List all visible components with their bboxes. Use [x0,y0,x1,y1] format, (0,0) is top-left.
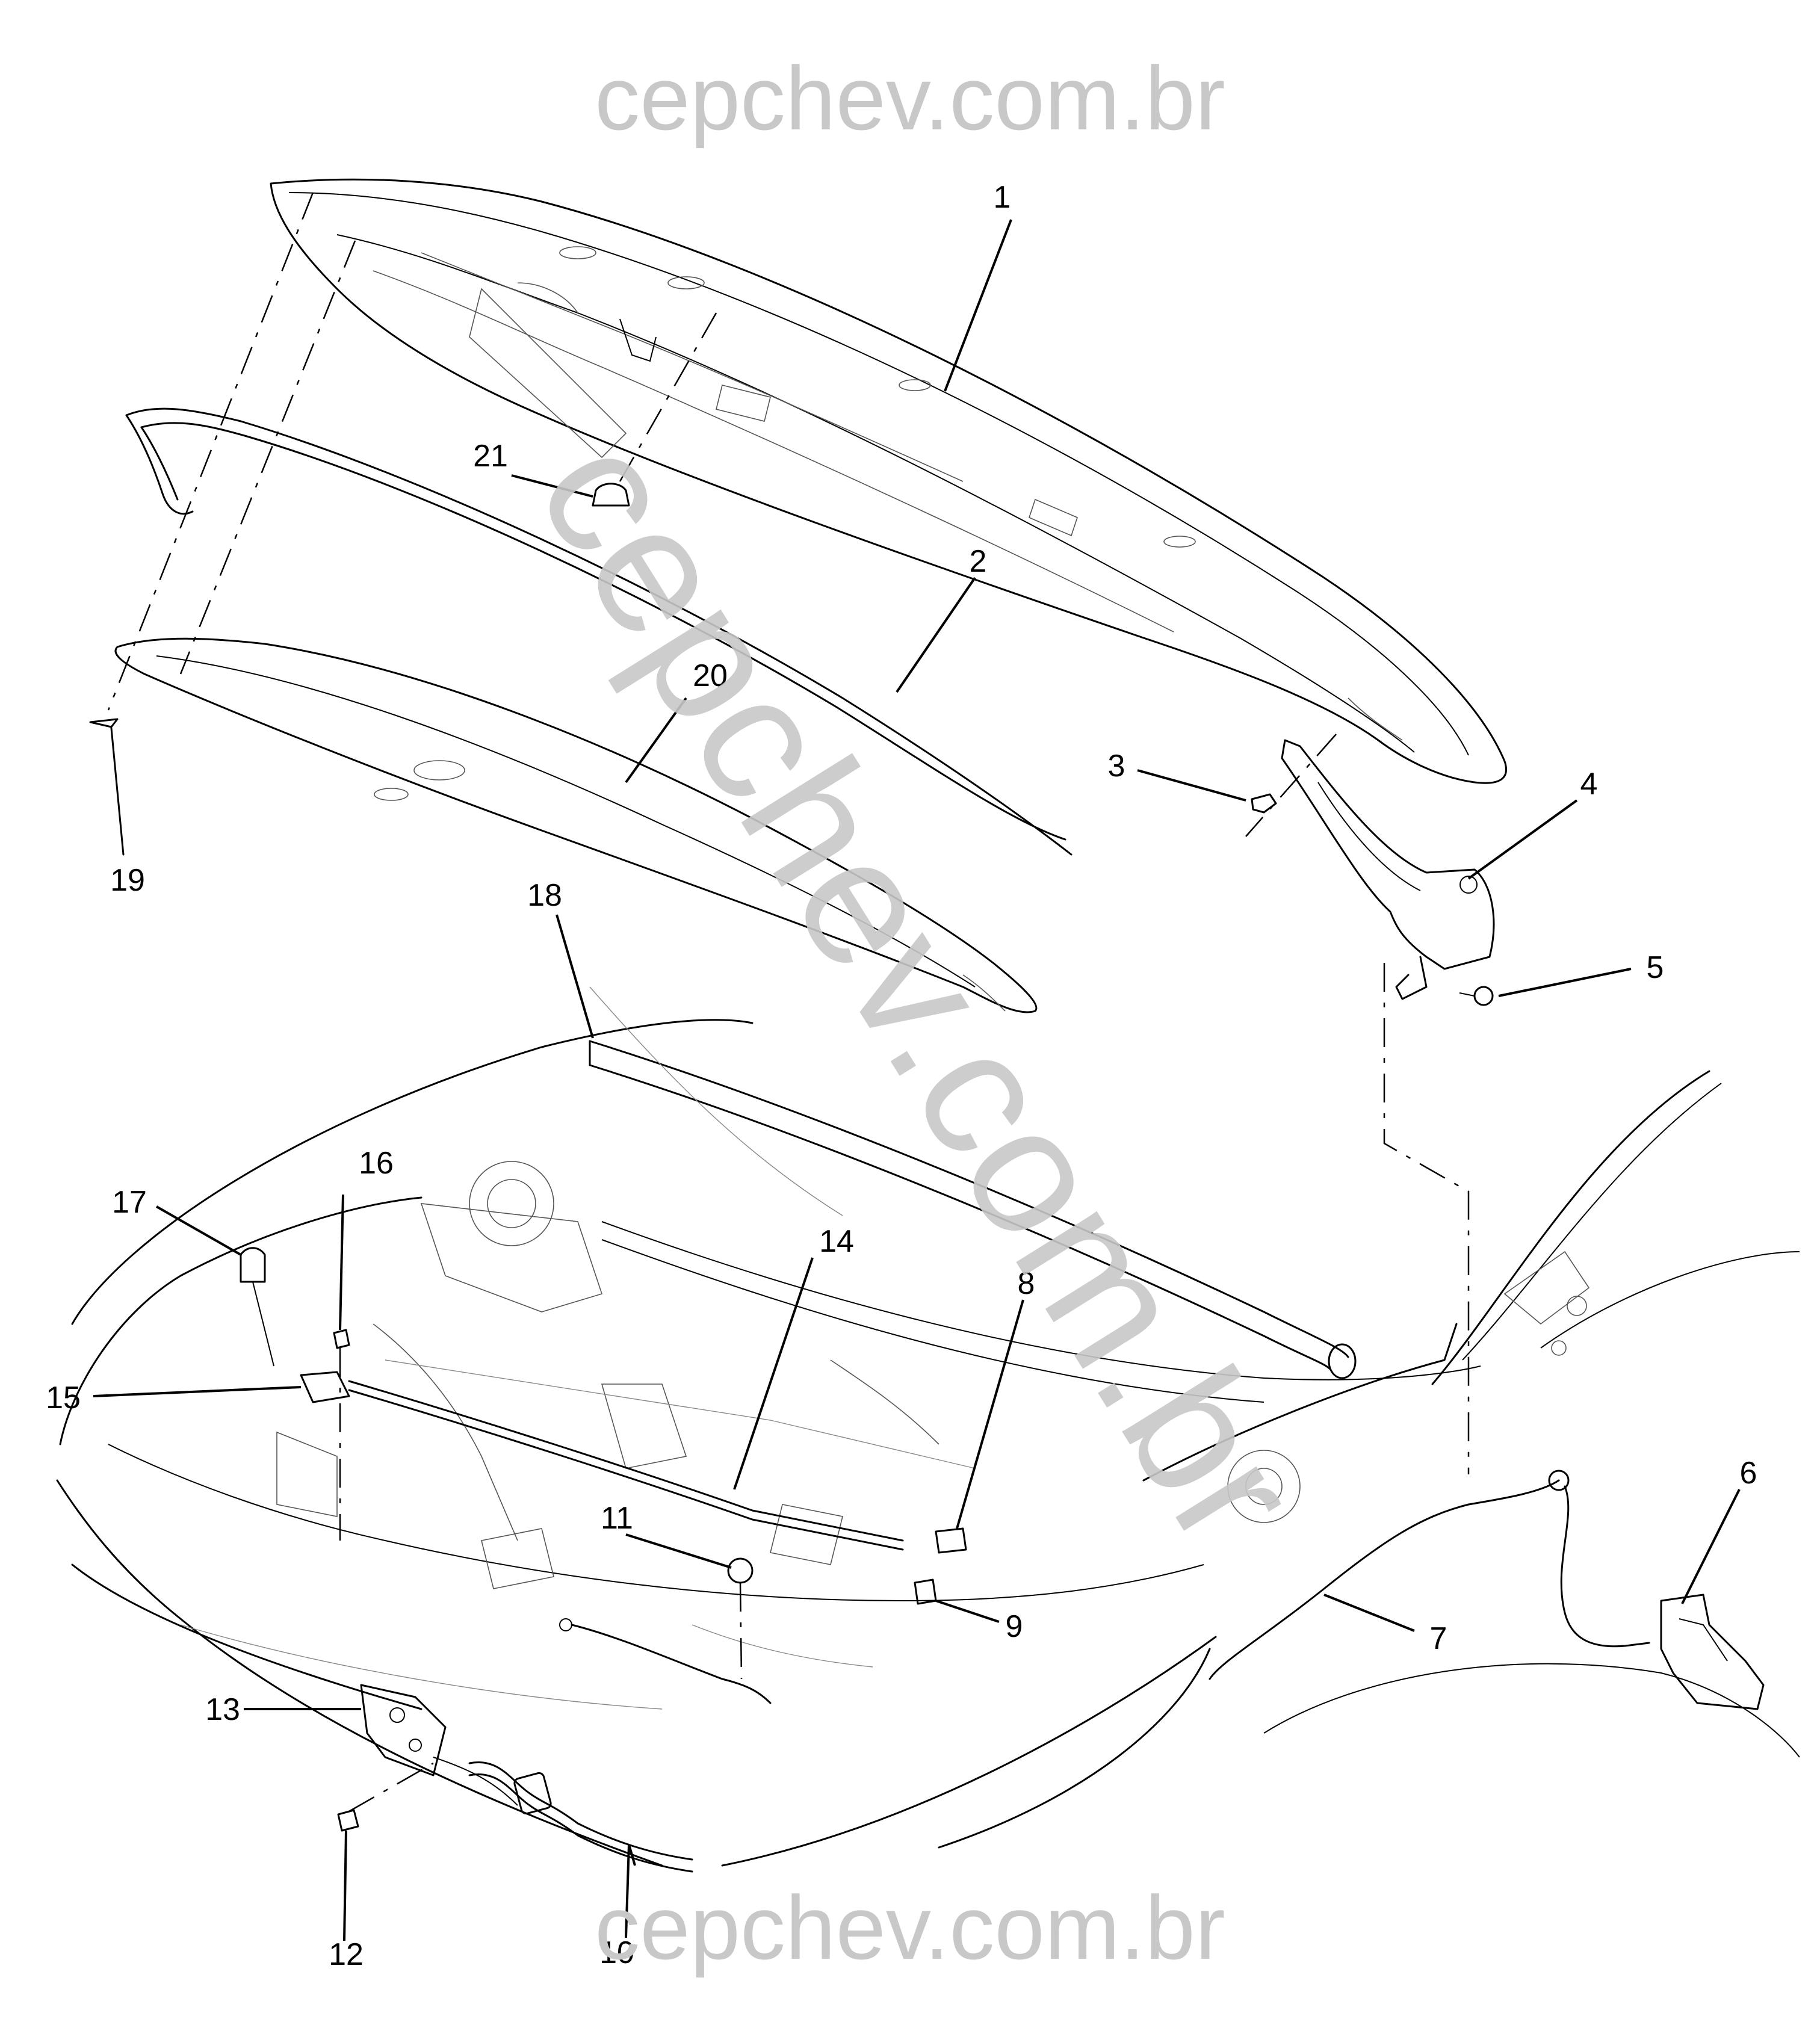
watermark-bottom: cepchev.com.br [595,1877,1225,1978]
callout-19: 19 [110,863,145,898]
callout-18: 18 [527,878,562,913]
callout-6: 6 [1740,1456,1757,1491]
callout-20: 20 [693,658,728,693]
hinge-bolt [1459,986,1494,1006]
callout-17: 17 [112,1185,147,1220]
callout-3: 3 [1108,749,1125,784]
watermark-top: cepchev.com.br [595,48,1225,149]
hood-hinge [1281,739,1495,1000]
bracket-15 [300,1371,350,1403]
hood-latch [360,1684,518,1806]
callout-1: 1 [994,180,1011,215]
hood-release-cable [1209,1470,1650,1680]
grommet-11 [727,1557,754,1680]
callout-2: 2 [970,544,987,579]
callout-14: 14 [819,1224,854,1259]
bumper-17 [240,1247,274,1367]
callout-9: 9 [1006,1609,1023,1644]
assembly-lines [107,192,1470,1474]
callout-5: 5 [1647,950,1664,985]
watermarks: cepchev.com.br cepchev.com.br cepchev.co… [499,48,1340,1978]
bolt-16 [333,1329,350,1541]
prop-rod-clip-8 [935,1527,967,1554]
callout-leaders [93,219,1741,1941]
callout-15: 15 [46,1380,81,1415]
hood-weatherstrip [125,407,1072,856]
hinge-nut [1251,793,1277,814]
callout-8: 8 [1018,1266,1035,1301]
callout-21: 21 [473,439,508,474]
watermark-diagonal: cepchev.com.br [499,401,1340,1578]
front-seal [589,1040,1357,1379]
engine-compartment [56,986,1800,1867]
callout-16: 16 [359,1146,394,1181]
bumper-21 [592,483,630,507]
callout-7: 7 [1430,1621,1447,1656]
callout-4: 4 [1580,767,1598,802]
hood-prop-rod [348,1380,904,1551]
retainer-19 [89,718,125,856]
hood-panel [270,178,1507,784]
callout-12: 12 [329,1937,364,1972]
latch-bolt-12 [337,1762,434,1832]
callout-11: 11 [601,1501,633,1536]
callout-labels: 1 2 3 4 5 6 7 8 9 10 11 12 13 14 15 16 1… [46,180,1757,1972]
wiring-harness [468,1618,772,1873]
callout-10: 10 [599,1935,634,1970]
hood-insulator-pad [114,637,1038,1013]
hood-release-handle [1660,1594,1765,1710]
callout-13: 13 [205,1692,240,1727]
